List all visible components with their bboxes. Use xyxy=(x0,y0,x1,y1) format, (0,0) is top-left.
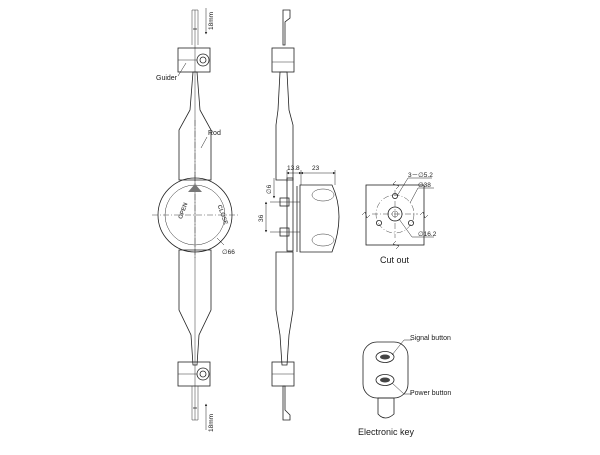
front-view: OPEN CLOSE 18mm 18mm Guider Rod ∅66 xyxy=(152,8,238,432)
signal-button-label: Signal button xyxy=(410,335,451,342)
side-knob xyxy=(299,184,340,253)
upper-rod-body xyxy=(178,71,212,181)
electronic-key: Signal button Power button Electronic ke… xyxy=(358,335,451,437)
signal-button xyxy=(375,351,395,363)
key-caption: Electronic key xyxy=(358,427,415,437)
side-view: 13.8 23 ∅6 36 xyxy=(258,9,340,421)
cutout-view: 3－∅5.2 ∅38 ∅16.2 Cut out xyxy=(361,172,437,265)
dim-dia-6: ∅6 xyxy=(266,184,273,194)
dim-23: 23 xyxy=(312,165,320,172)
side-top-guider xyxy=(271,47,295,73)
cutout-hole-left xyxy=(375,219,382,226)
key-stem xyxy=(377,397,395,419)
guider-label: Guider xyxy=(156,75,178,82)
lower-rod-body xyxy=(178,249,212,366)
rod-label: Rod xyxy=(208,130,221,137)
dim-dia-38: ∅38 xyxy=(418,182,431,189)
side-upper-rod xyxy=(275,71,294,181)
side-bottom-hook xyxy=(282,385,291,421)
dim-top-travel: 18mm xyxy=(208,12,215,30)
dim-holes: 3－∅5.2 xyxy=(408,172,433,179)
cutout-caption: Cut out xyxy=(380,255,410,265)
cutout-hole-right xyxy=(407,219,414,226)
power-button-label: Power button xyxy=(410,390,451,397)
side-top-hook xyxy=(282,9,291,46)
dim-knob-diameter: ∅66 xyxy=(222,249,235,256)
bottom-guider xyxy=(177,361,211,387)
side-lower-rod xyxy=(275,251,294,366)
dim-dia-16-2: ∅16.2 xyxy=(418,231,437,238)
key-body xyxy=(362,341,409,399)
dim-bottom-travel: 18mm xyxy=(208,414,215,432)
dim-36: 36 xyxy=(258,214,265,222)
knob-open-text: OPEN xyxy=(178,202,189,220)
side-mount-plate xyxy=(286,177,294,252)
power-button xyxy=(375,374,395,386)
dim-13-8: 13.8 xyxy=(287,165,300,172)
